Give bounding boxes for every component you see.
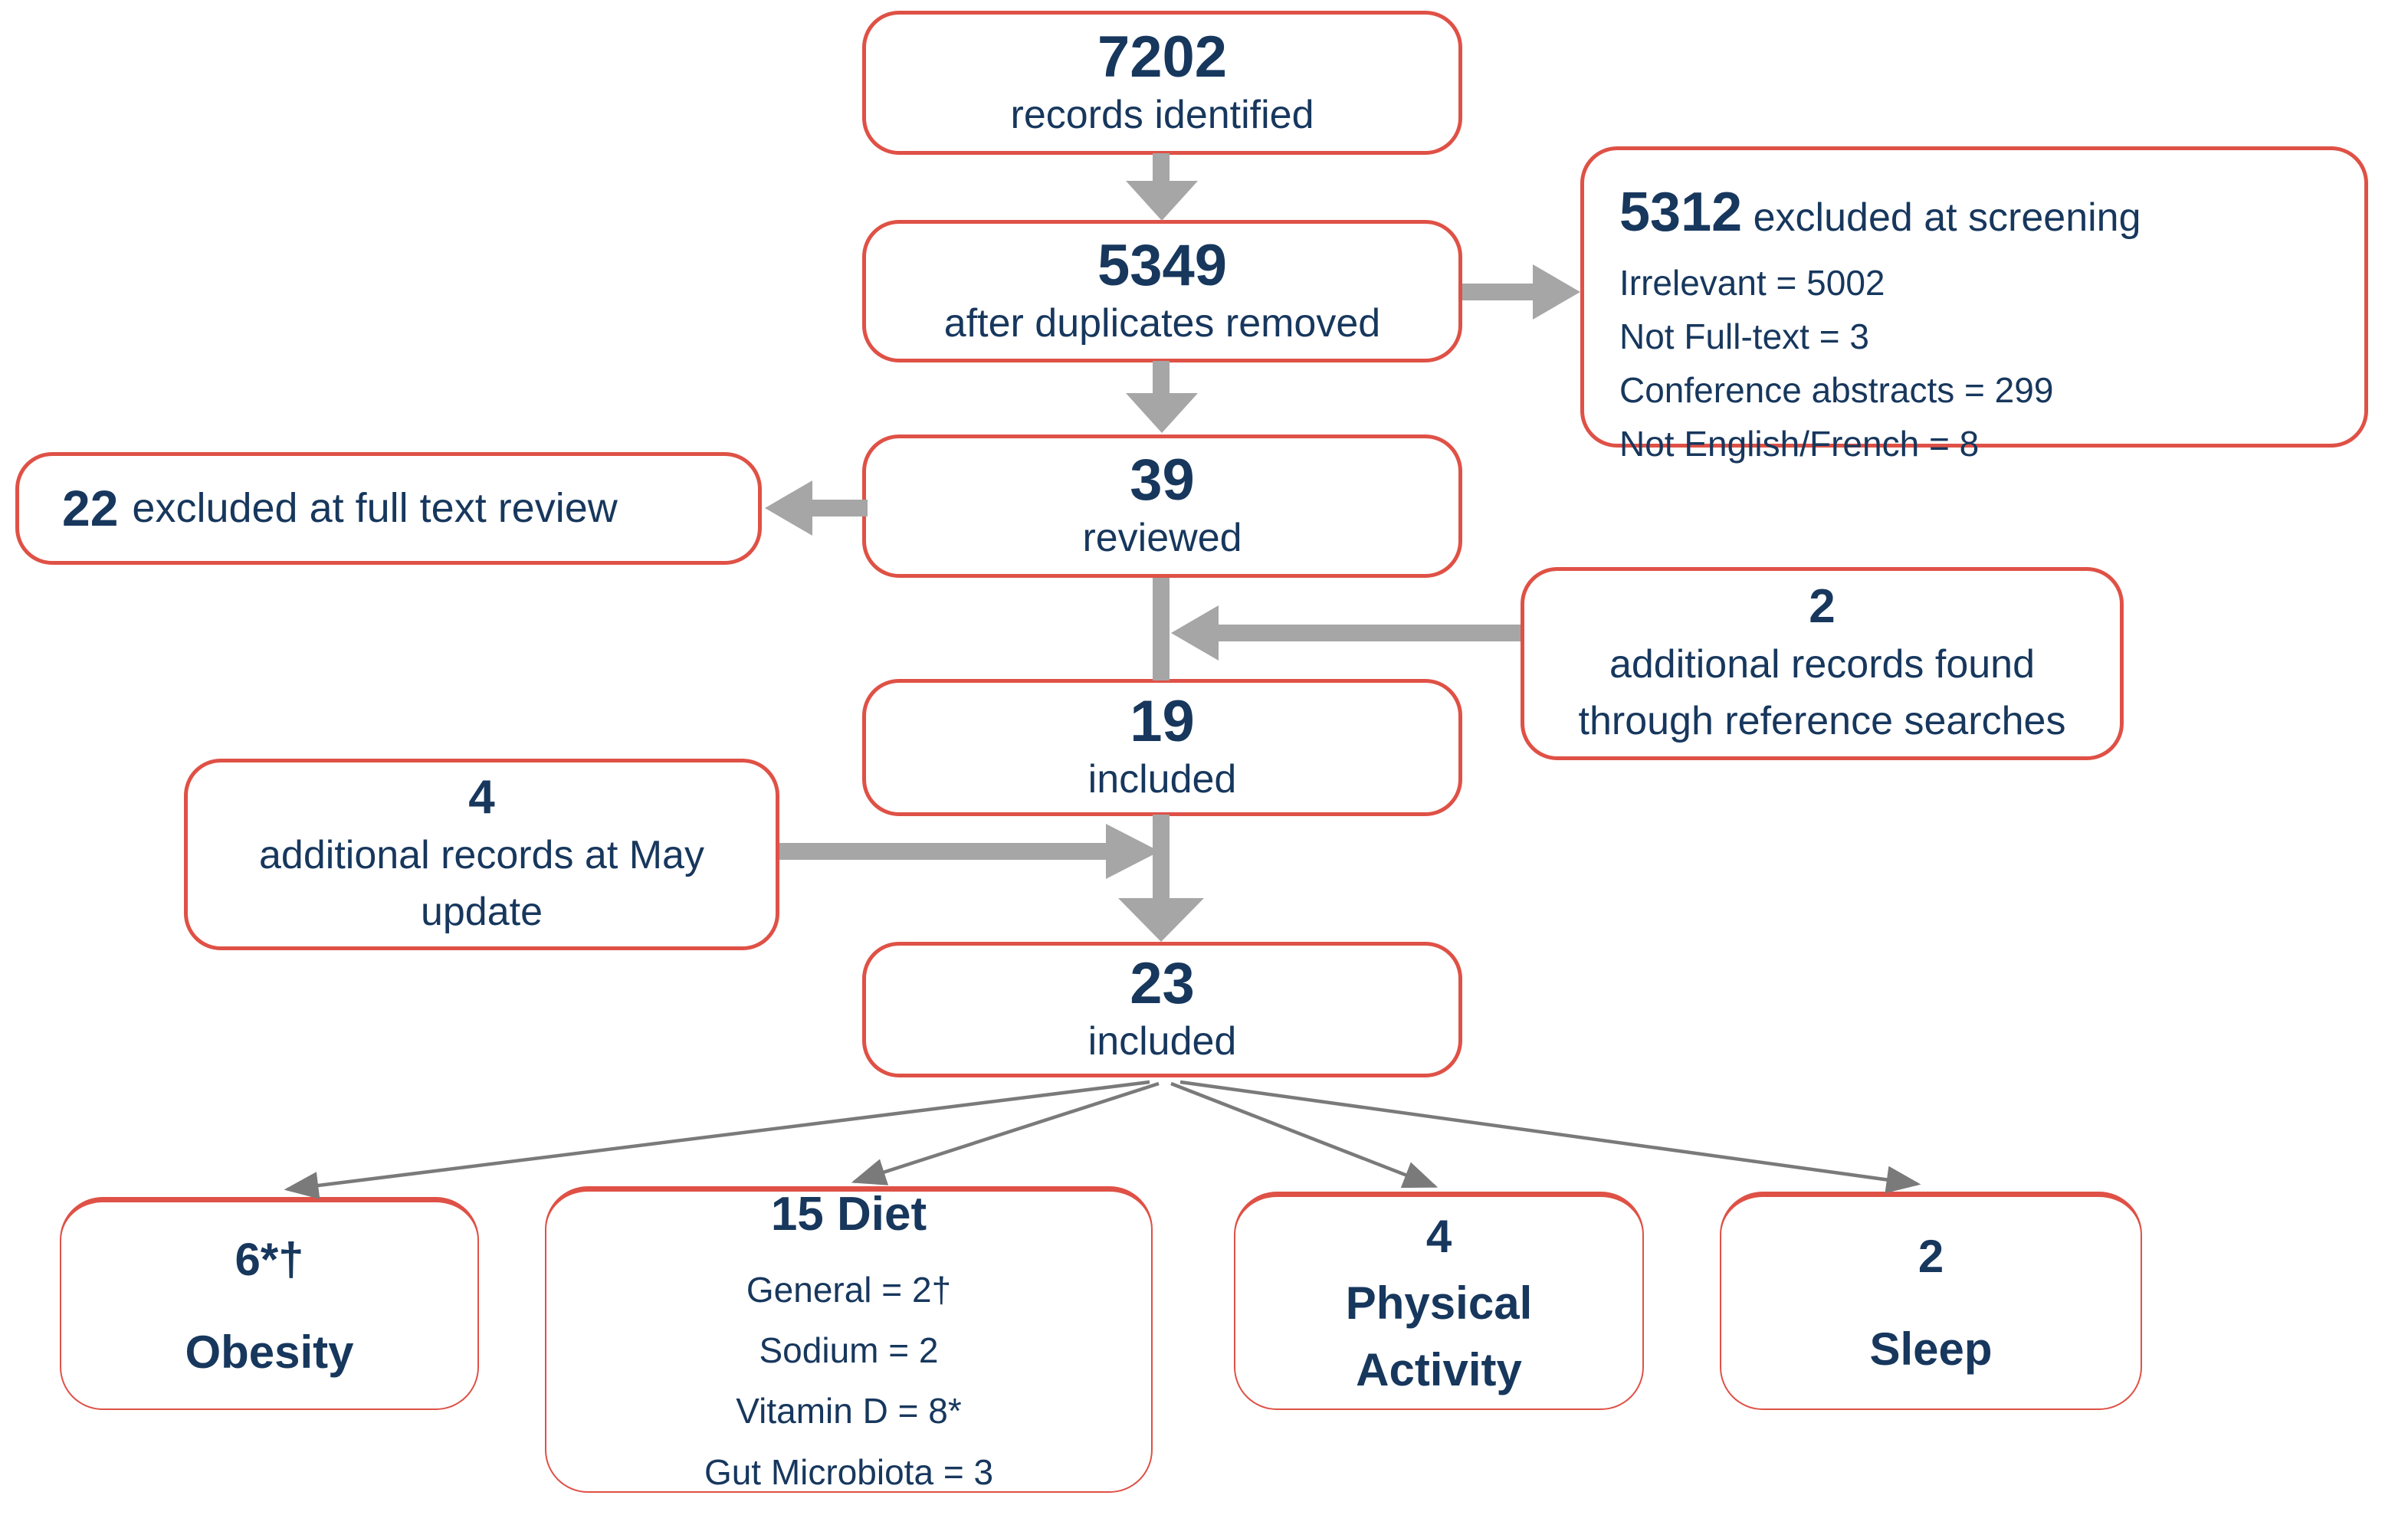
arrow-reviewed-to-excluded-fulltext bbox=[811, 500, 868, 516]
records-identified-label: records identified bbox=[1010, 92, 1314, 137]
may-update-line2: update bbox=[420, 889, 543, 934]
obesity-count: 6*† bbox=[235, 1233, 304, 1285]
arrow-right-icon bbox=[1106, 824, 1160, 879]
may-update-box: 4 additional records at May update bbox=[184, 759, 779, 950]
obesity-outcome-box: 6*† Obesity bbox=[60, 1197, 479, 1410]
arrow-right-icon bbox=[1533, 264, 1580, 320]
arrow-included23-to-diet bbox=[851, 1081, 1160, 1185]
arrow-down-icon bbox=[1126, 181, 1198, 221]
reference-searches-line2: through reference searches bbox=[1578, 698, 2066, 743]
physical-activity-count: 4 bbox=[1425, 1210, 1452, 1262]
arrow-duplicates-to-reviewed bbox=[1153, 361, 1170, 395]
exclusion-reason: Not English/French = 8 bbox=[1619, 423, 1980, 464]
diet-item: General = 2† bbox=[746, 1270, 952, 1310]
diet-outcome-box: 15 Diet General = 2† Sodium = 2 Vitamin … bbox=[545, 1186, 1153, 1493]
arrow-down-icon bbox=[1118, 898, 1204, 942]
excluded-screening-title: 5312 excluded at screening bbox=[1619, 169, 2141, 257]
arrow-duplicates-to-excluded-screening bbox=[1462, 284, 1536, 300]
line-reviewed-to-included19 bbox=[1153, 578, 1170, 680]
sleep-label: Sleep bbox=[1869, 1323, 1993, 1375]
arrow-references-to-flow bbox=[1215, 625, 1521, 641]
arrow-left-icon bbox=[1171, 605, 1219, 661]
records-identified-count: 7202 bbox=[1097, 24, 1228, 90]
excluded-fulltext-box: 22 excluded at full text review bbox=[15, 452, 762, 565]
diet-item: Vitamin D = 8* bbox=[736, 1391, 962, 1431]
exclusion-reason: Not Full-text = 3 bbox=[1619, 316, 1869, 357]
included-19-box: 19 included bbox=[862, 679, 1462, 816]
excluded-screening-box: 5312 excluded at screening Irrelevant = … bbox=[1580, 146, 2368, 464]
diet-breakdown: General = 2† Sodium = 2 Vitamin D = 8* G… bbox=[704, 1260, 993, 1502]
arrow-records-to-duplicates bbox=[1153, 153, 1170, 184]
reference-searches-line1: additional records found bbox=[1609, 641, 2036, 687]
may-update-line1: additional records at May bbox=[259, 832, 704, 877]
arrow-left-icon bbox=[765, 480, 812, 536]
after-duplicates-label: after duplicates removed bbox=[943, 300, 1381, 346]
arrow-included23-to-sleep bbox=[1179, 1080, 1921, 1194]
sleep-outcome-box: 2 Sleep bbox=[1720, 1192, 2142, 1410]
included-19-count: 19 bbox=[1130, 689, 1195, 755]
diet-heading: 15 Diet bbox=[770, 1188, 927, 1241]
arrow-included23-to-obesity bbox=[284, 1080, 1150, 1199]
diet-item: Gut Microbiota = 3 bbox=[704, 1451, 994, 1492]
excluded-screening-reasons: Irrelevant = 5002 Not Full-text = 3 Conf… bbox=[1619, 257, 2053, 471]
included-23-count: 23 bbox=[1130, 951, 1195, 1017]
included-23-box: 23 included bbox=[862, 942, 1462, 1077]
reviewed-box: 39 reviewed bbox=[862, 434, 1462, 578]
exclusion-reason: Irrelevant = 5002 bbox=[1619, 263, 1885, 303]
physical-activity-outcome-box: 4 Physical Activity bbox=[1234, 1192, 1644, 1410]
reference-searches-box: 2 additional records found through refer… bbox=[1521, 567, 2124, 760]
diet-item: Sodium = 2 bbox=[759, 1330, 939, 1371]
arrow-included23-to-physical bbox=[1170, 1081, 1439, 1189]
arrow-down-icon bbox=[1126, 393, 1198, 433]
after-duplicates-count: 5349 bbox=[1097, 232, 1228, 298]
included-19-label: included bbox=[1088, 757, 1237, 802]
obesity-label: Obesity bbox=[185, 1326, 354, 1378]
arrow-may-update-to-flow bbox=[779, 843, 1107, 860]
excluded-fulltext-label: excluded at full text review bbox=[132, 485, 618, 532]
records-identified-box: 7202 records identified bbox=[862, 11, 1462, 155]
exclusion-reason: Conference abstracts = 299 bbox=[1619, 370, 2054, 410]
reviewed-count: 39 bbox=[1130, 448, 1195, 513]
after-duplicates-box: 5349 after duplicates removed bbox=[862, 220, 1462, 362]
physical-activity-line1: Physical bbox=[1345, 1277, 1533, 1329]
excluded-fulltext-count: 22 bbox=[62, 480, 119, 537]
reference-searches-count: 2 bbox=[1809, 580, 1836, 634]
sleep-count: 2 bbox=[1918, 1231, 1944, 1282]
excluded-screening-label: excluded at screening bbox=[1753, 195, 2141, 240]
physical-activity-line2: Activity bbox=[1356, 1343, 1522, 1395]
included-23-label: included bbox=[1088, 1019, 1237, 1064]
excluded-screening-count: 5312 bbox=[1619, 182, 1743, 243]
reviewed-label: reviewed bbox=[1082, 516, 1242, 561]
may-update-count: 4 bbox=[468, 771, 495, 825]
